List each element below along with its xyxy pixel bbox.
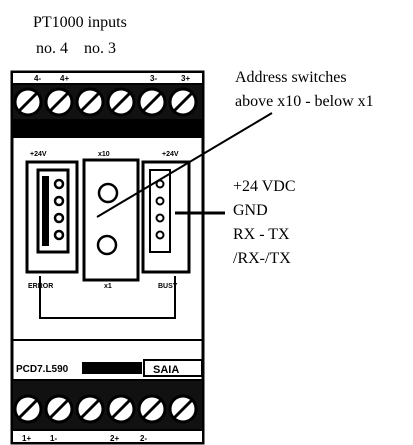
bottom-screw-1 — [13, 394, 43, 424]
top-screw-2 — [44, 87, 74, 117]
window-label-x1: x1 — [104, 283, 112, 290]
top-terminal-mark-3: 3- — [150, 74, 157, 83]
bottom-terminal-mark-4: 2- — [140, 434, 147, 443]
bottom-terminal-mark-3: 2+ — [110, 434, 119, 443]
pin-label-24vdc: +24 VDC — [233, 178, 296, 195]
top-screw-5 — [137, 87, 167, 117]
bottom-screw-5 — [137, 394, 167, 424]
top-terminal-mark-4: 3+ — [181, 74, 190, 83]
top-screw-1 — [13, 87, 43, 117]
top-screw-3 — [75, 87, 105, 117]
bottom-terminal-mark-1: 1+ — [22, 434, 31, 443]
pin-label-rx-tx: RX - TX — [233, 226, 290, 243]
address-switch-x10 — [97, 182, 119, 204]
address-switches-leader — [96, 112, 273, 218]
inputs-title: PT1000 inputs — [33, 14, 127, 31]
bottom-terminal-block: 1+ 1- 2+ 2- — [11, 379, 204, 444]
top-screw-4 — [106, 87, 136, 117]
address-switches-sublabel: above x10 - below x1 — [235, 93, 374, 110]
bottom-screw-4 — [106, 394, 136, 424]
inputs-numbers: no. 4 no. 3 — [36, 40, 116, 57]
right-connector — [149, 169, 171, 253]
window-label-24v-left: +24V — [30, 151, 47, 158]
bottom-screw-2 — [44, 394, 74, 424]
address-switches-label: Address switches — [235, 69, 347, 86]
bottom-terminal-mark-2: 1- — [50, 434, 57, 443]
brand-logo: SAIA — [143, 359, 203, 377]
top-terminal-mark-2: 4+ — [60, 74, 69, 83]
pin-label-gnd: GND — [233, 202, 268, 219]
address-switch-x1 — [96, 234, 118, 256]
svg-text:SAIA: SAIA — [153, 364, 179, 376]
model-label: PCD7.L590 — [16, 364, 69, 375]
top-terminal-mark-1: 4- — [34, 74, 41, 83]
window-label-x10: x10 — [98, 151, 110, 158]
left-connector — [36, 168, 70, 254]
pin-label-nrx-ntx: /RX-/TX — [233, 250, 291, 267]
window-label-busy: BUSY — [158, 283, 178, 290]
top-terminal-block: 4- 4+ 3- 3+ — [11, 71, 204, 121]
window-label-24v-right: +24V — [162, 151, 179, 158]
bottom-screw-6 — [168, 394, 198, 424]
top-screw-6 — [168, 87, 198, 117]
bottom-screw-3 — [75, 394, 105, 424]
